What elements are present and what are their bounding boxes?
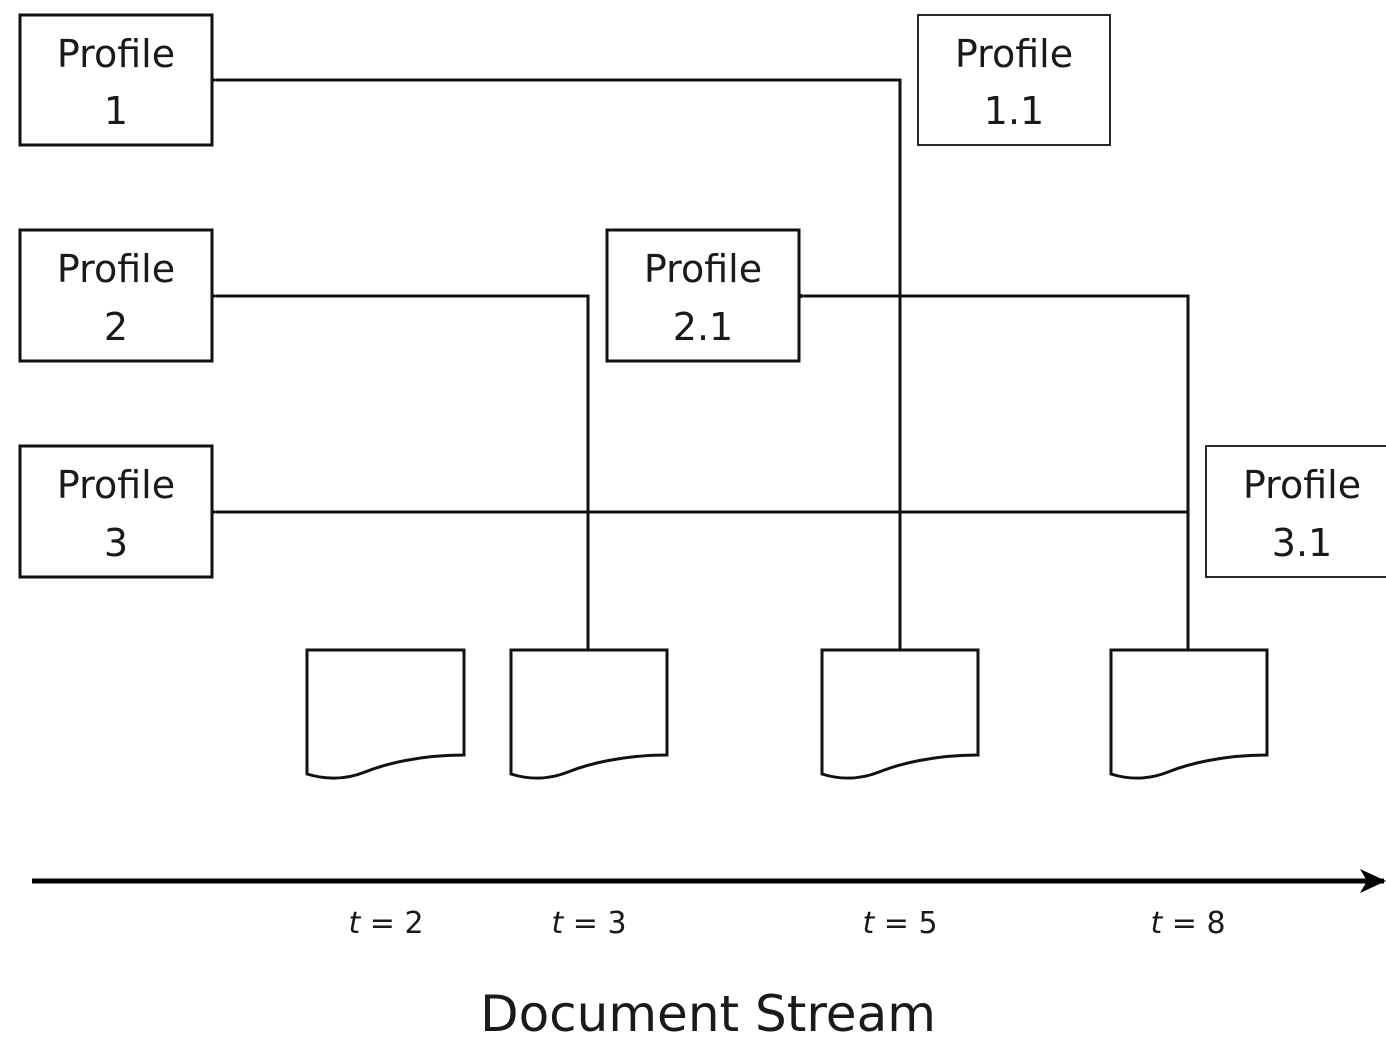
document-icon-t8 [1109,648,1269,780]
document-stream [305,648,1269,780]
profile-3-box: Profile 3 [18,444,214,579]
profile-1-number: 1 [104,89,128,133]
connector-t8-to-profile-2-1 [792,290,1190,650]
profile-1-1-number: 1.1 [984,89,1044,133]
axis-title: Document Stream [480,985,936,1039]
profile-1-1-label: Profile [955,32,1073,76]
document-icon-t2 [305,648,466,780]
document-icon-t5 [820,648,980,780]
profile-3-1-number: 3.1 [1272,521,1332,565]
time-label-t8: t = 8 [1150,906,1225,941]
profile-3-label: Profile [57,463,175,507]
profile-1-box: Profile 1 [18,13,214,147]
profile-2-box: Profile 2 [18,228,214,363]
profile-2-label: Profile [57,247,175,291]
profile-3-number: 3 [104,521,128,565]
time-label-t5: t = 5 [862,906,937,941]
connector-t5-to-profile-1 [204,74,902,650]
time-label-t2: t = 2 [348,906,423,941]
document-icon-t3 [509,648,669,780]
profile-2-1-box: Profile 2.1 [605,228,801,363]
connectors [204,74,1190,650]
profile-1-1-box: Profile 1.1 [917,14,1111,146]
profile-3-1-box: Profile 3.1 [1205,445,1386,578]
profile-3-1-label: Profile [1243,463,1361,507]
profile-1-label: Profile [57,32,175,76]
time-label-t3: t = 3 [551,906,626,941]
profile-2-1-number: 2.1 [673,305,733,349]
connector-t3-to-profile-2 [204,290,590,650]
profile-2-1-label: Profile [644,247,762,291]
profile-2-number: 2 [104,305,128,349]
